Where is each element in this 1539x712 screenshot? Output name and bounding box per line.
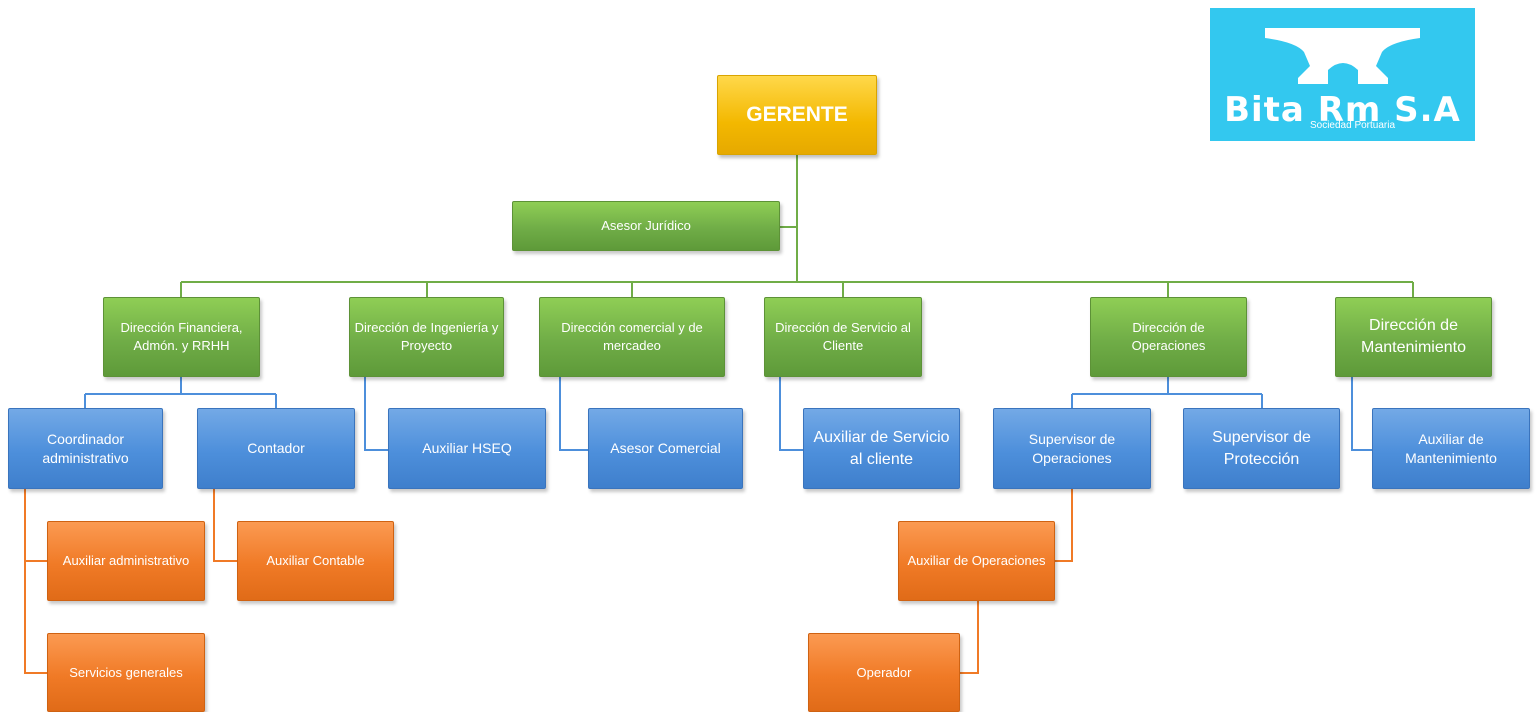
- node-direccion-operaciones: Dirección de Operaciones: [1090, 297, 1247, 377]
- node-direccion-servicio: Dirección de Servicio al Cliente: [764, 297, 922, 377]
- node-servicios-generales: Servicios generales: [47, 633, 205, 712]
- node-direccion-financiera: Dirección Financiera, Admón. y RRHH: [103, 297, 260, 377]
- node-supervisor-operaciones: Supervisor de Operaciones: [993, 408, 1151, 489]
- node-auxiliar-mantenimiento: Auxiliar de Mantenimiento: [1372, 408, 1530, 489]
- company-logo: Bita Rm S.A Sociedad Portuaria: [1210, 8, 1475, 141]
- node-auxiliar-servicio: Auxiliar de Servicio al cliente: [803, 408, 960, 489]
- node-auxiliar-contable: Auxiliar Contable: [237, 521, 394, 601]
- node-coordinador-administrativo: Coordinador administrativo: [8, 408, 163, 489]
- anvil-icon: [1265, 28, 1420, 84]
- node-supervisor-proteccion: Supervisor de Protección: [1183, 408, 1340, 489]
- node-contador: Contador: [197, 408, 355, 489]
- node-asesor-comercial: Asesor Comercial: [588, 408, 743, 489]
- node-auxiliar-operaciones: Auxiliar de Operaciones: [898, 521, 1055, 601]
- node-direccion-ingenieria: Dirección de Ingeniería y Proyecto: [349, 297, 504, 377]
- node-gerente: GERENTE: [717, 75, 877, 155]
- node-auxiliar-administrativo: Auxiliar administrativo: [47, 521, 205, 601]
- logo-name: Bita Rm S.A: [1224, 90, 1461, 130]
- node-operador: Operador: [808, 633, 960, 712]
- logo-tagline: Sociedad Portuaria: [1309, 120, 1396, 131]
- node-direccion-comercial: Dirección comercial y de mercadeo: [539, 297, 725, 377]
- node-auxiliar-hseq: Auxiliar HSEQ: [388, 408, 546, 489]
- node-asesor-juridico: Asesor Jurídico: [512, 201, 780, 251]
- node-direccion-mantenimiento: Dirección de Mantenimiento: [1335, 297, 1492, 377]
